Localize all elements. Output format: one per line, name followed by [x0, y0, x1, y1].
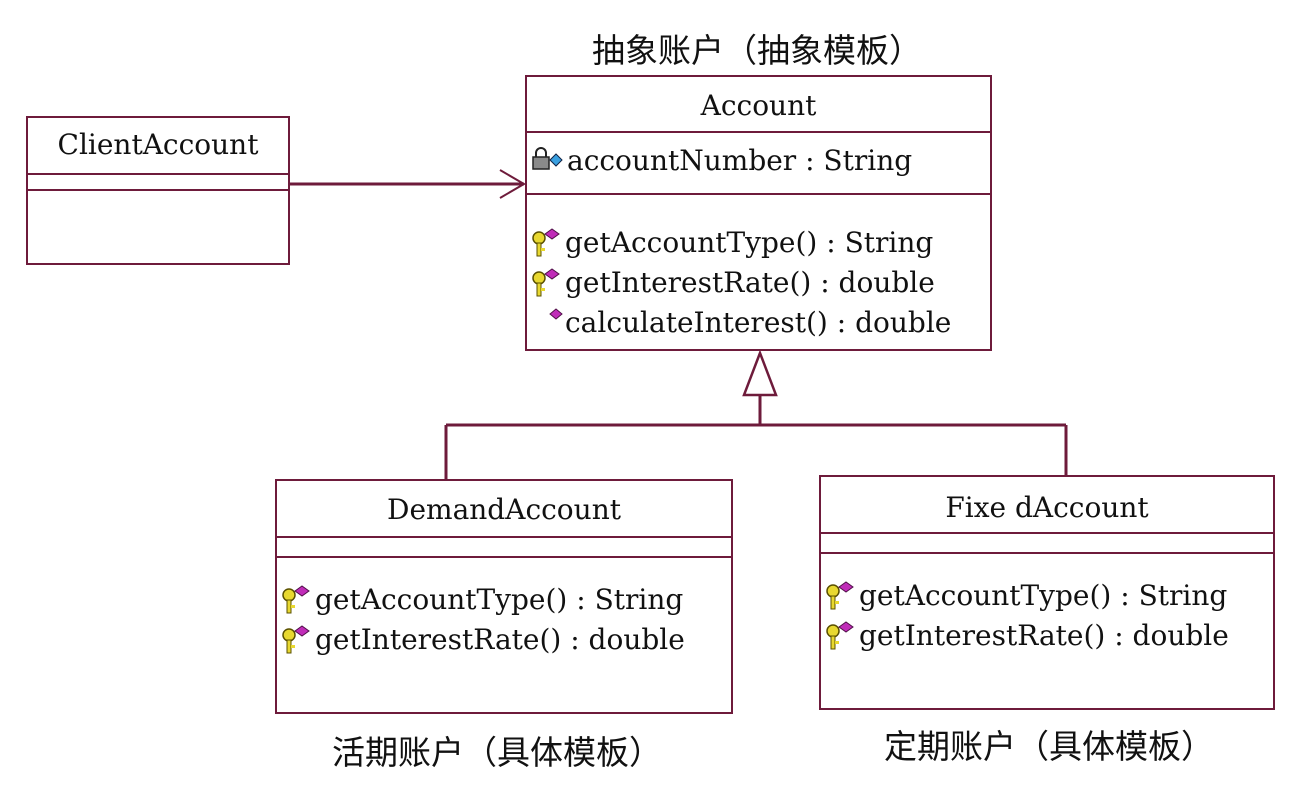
protected-diamond-icon [549, 308, 563, 320]
operation-text: getInterestRate() : double [859, 619, 1229, 652]
fixed-template-caption: 定期账户（具体模板） [884, 727, 1214, 766]
attribute-row: accountNumber : String [527, 141, 990, 181]
attributes-compartment [28, 175, 288, 191]
operation-row: getInterestRate() : double [277, 620, 731, 660]
operation-row: getAccountType() : String [821, 576, 1273, 616]
attributes-compartment: accountNumber : String [527, 133, 990, 195]
public-key-icon [282, 625, 310, 654]
operation-row: calculateInterest() : double [527, 303, 990, 343]
abstract-template-caption: 抽象账户（抽象模板） [592, 31, 922, 70]
operation-text: getInterestRate() : double [565, 266, 935, 299]
operations-compartment: getAccountType() : String getInterestRat… [527, 195, 990, 343]
operation-text: getInterestRate() : double [315, 623, 685, 656]
operation-text: calculateInterest() : double [565, 306, 952, 339]
public-key-icon [532, 228, 560, 257]
operation-row: getAccountType() : String [277, 580, 731, 620]
operation-row: getAccountType() : String [527, 223, 990, 263]
attributes-compartment [821, 534, 1273, 554]
operations-compartment: getAccountType() : String getInterestRat… [277, 558, 731, 660]
private-lock-icon [532, 147, 563, 170]
class-name: Account [527, 77, 990, 133]
public-key-icon [826, 581, 854, 610]
operation-row: getInterestRate() : double [527, 263, 990, 303]
public-key-icon [826, 621, 854, 650]
operation-row: getInterestRate() : double [821, 616, 1273, 656]
account-class[interactable]: Account accountNumber : String getAccoun… [525, 75, 992, 351]
client-account-class[interactable]: ClientAccount [26, 116, 290, 265]
fixed-account-class[interactable]: Fixe dAccount getAccountType() : String … [819, 475, 1275, 710]
operation-text: getAccountType() : String [859, 579, 1228, 612]
demand-account-class[interactable]: DemandAccount getAccountType() : String … [275, 479, 733, 714]
attribute-text: accountNumber : String [567, 144, 913, 177]
class-name: ClientAccount [28, 118, 288, 175]
operation-text: getAccountType() : String [315, 583, 684, 616]
class-name: DemandAccount [277, 481, 731, 538]
class-name: Fixe dAccount [821, 477, 1273, 534]
public-key-icon [532, 268, 560, 297]
public-key-icon [282, 585, 310, 614]
demand-template-caption: 活期账户（具体模板） [332, 733, 662, 772]
operation-text: getAccountType() : String [565, 226, 934, 259]
attributes-compartment [277, 538, 731, 558]
operations-compartment: getAccountType() : String getInterestRat… [821, 554, 1273, 656]
